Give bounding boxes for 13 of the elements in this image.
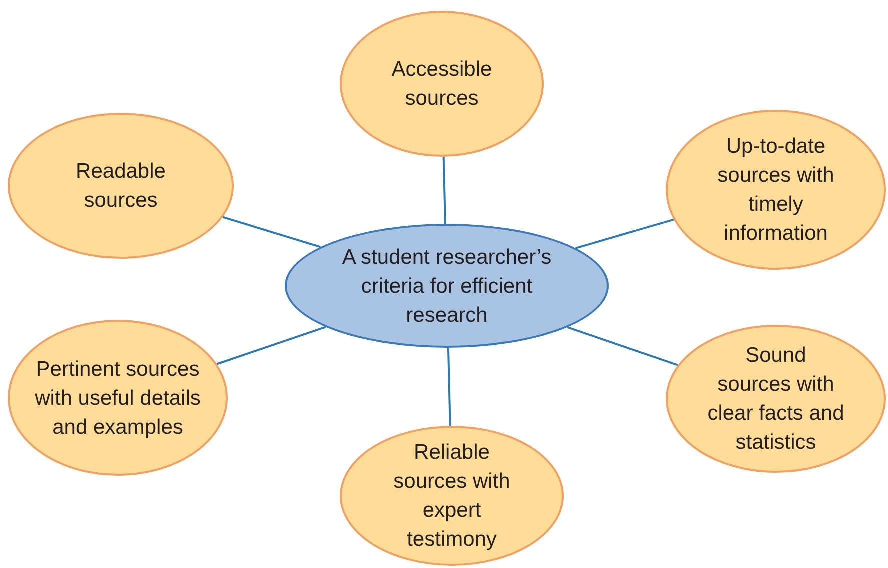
connector-line [442,156,446,224]
node-text: Sound sources with clear facts and statistics [706,343,846,456]
node-text: Readable sources [75,159,167,214]
node-text: Reliable sources with expert testimony [392,440,512,553]
connector-line [216,326,326,366]
node-text: Up-to-date sources with timely information [716,134,836,247]
node-text: A student researcher’s criteria for efficient research [341,244,553,328]
connector-line [567,326,678,366]
connector-line [222,216,321,248]
node-text: Pertinent sources with useful details and examples [34,356,202,440]
connector-line [447,348,452,426]
node-text: Accessible sources [390,57,494,112]
connector-line [576,218,674,250]
